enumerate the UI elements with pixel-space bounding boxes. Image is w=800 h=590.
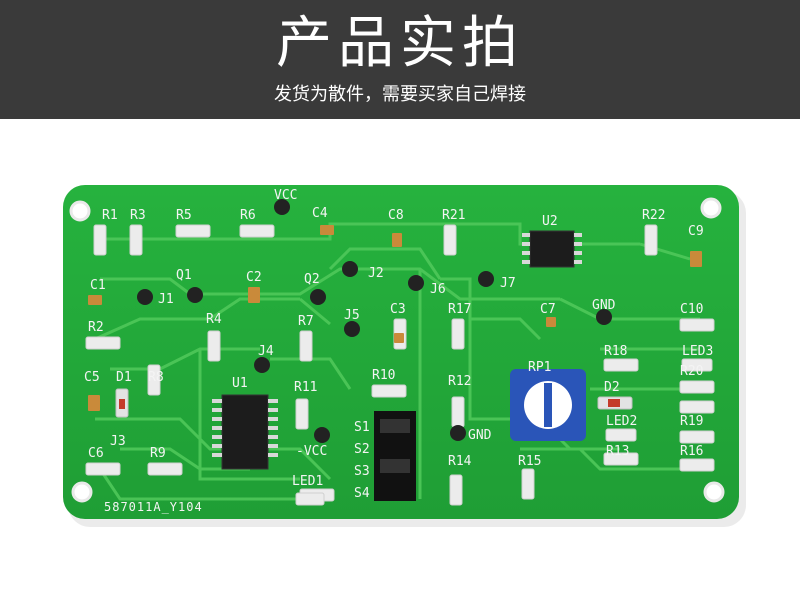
- label-c1: C1: [90, 278, 106, 293]
- smd-components: [85, 224, 715, 506]
- label-r2: R2: [88, 320, 104, 335]
- label-c8: C8: [388, 208, 404, 223]
- label-led3: LED3: [682, 344, 713, 359]
- mounting-hole: [703, 481, 725, 503]
- label-r16: R16: [680, 444, 703, 459]
- label-c9: C9: [688, 224, 704, 239]
- label-r11: R11: [294, 380, 317, 395]
- label-j1: J1: [158, 292, 174, 307]
- label-s2: S2: [354, 442, 370, 457]
- label-gnd-top: GND: [592, 298, 616, 313]
- label-j6: J6: [430, 282, 446, 297]
- label-c5: C5: [84, 370, 100, 385]
- label-j2: J2: [368, 266, 384, 281]
- label-j3: J3: [110, 434, 126, 449]
- label-r5: R5: [176, 208, 192, 223]
- label-s1: S1: [354, 420, 370, 435]
- label-led1: LED1: [292, 474, 323, 489]
- ic-chips: [212, 230, 582, 470]
- label-c10: C10: [680, 302, 703, 317]
- mounting-hole: [700, 197, 722, 219]
- label-j4: J4: [258, 344, 274, 359]
- label-u2: U2: [542, 214, 558, 229]
- label-r9: R9: [150, 446, 166, 461]
- label-s4: S4: [354, 486, 370, 501]
- label-c4: C4: [312, 206, 328, 221]
- switch-header: [374, 411, 416, 501]
- label-vcc: VCC: [274, 188, 297, 203]
- label-q1: Q1: [176, 268, 192, 283]
- label-c3: C3: [390, 302, 406, 317]
- label-r17: R17: [448, 302, 471, 317]
- label-c2: C2: [246, 270, 262, 285]
- label-j5: J5: [344, 308, 360, 323]
- banner-title: 产品实拍: [276, 11, 524, 76]
- label-gnd-mid: GND: [468, 428, 492, 443]
- label-r20: R20: [680, 364, 703, 379]
- label-c7: C7: [540, 302, 556, 317]
- pcb-board-image: VCC R1 R3 R5 R6 C4 C8 R21 U2 R22 C9 C1 Q…: [63, 185, 746, 527]
- label-s3: S3: [354, 464, 370, 479]
- label-q2: Q2: [304, 272, 320, 287]
- product-photo: VCC R1 R3 R5 R6 C4 C8 R21 U2 R22 C9 C1 Q…: [0, 119, 800, 590]
- test-points: [137, 199, 612, 443]
- silkscreen-labels: VCC R1 R3 R5 R6 C4 C8 R21 U2 R22 C9 C1 Q…: [84, 188, 713, 514]
- label-neg-vcc: -VCC: [296, 444, 327, 459]
- board-serial: 587011A_Y104: [104, 500, 203, 514]
- mounting-hole: [69, 200, 91, 222]
- label-led2: LED2: [606, 414, 637, 429]
- label-r21: R21: [442, 208, 465, 223]
- mounting-hole: [71, 481, 93, 503]
- label-r1: R1: [102, 208, 118, 223]
- label-rp1: RP1: [528, 360, 551, 375]
- header-banner: 产品实拍 发货为散件，需要买家自己焊接: [0, 0, 800, 119]
- label-r7: R7: [298, 314, 314, 329]
- banner-subtitle: 发货为散件，需要买家自己焊接: [274, 84, 526, 105]
- label-r19: R19: [680, 414, 703, 429]
- copper-traces: [94, 222, 700, 501]
- label-r14: R14: [448, 454, 472, 469]
- label-d2: D2: [604, 380, 620, 395]
- label-u1: U1: [232, 376, 248, 391]
- label-r15: R15: [518, 454, 541, 469]
- label-r3: R3: [130, 208, 146, 223]
- label-r22: R22: [642, 208, 665, 223]
- label-c6: C6: [88, 446, 104, 461]
- potentiometer: [510, 369, 586, 441]
- label-r12: R12: [448, 374, 471, 389]
- label-r6: R6: [240, 208, 256, 223]
- label-j7: J7: [500, 276, 516, 291]
- leds: [295, 358, 713, 506]
- label-r18: R18: [604, 344, 627, 359]
- label-d1: D1: [116, 370, 132, 385]
- label-r8: R8: [148, 370, 164, 385]
- label-r10: R10: [372, 368, 395, 383]
- label-r4: R4: [206, 312, 222, 327]
- label-r13: R13: [606, 444, 629, 459]
